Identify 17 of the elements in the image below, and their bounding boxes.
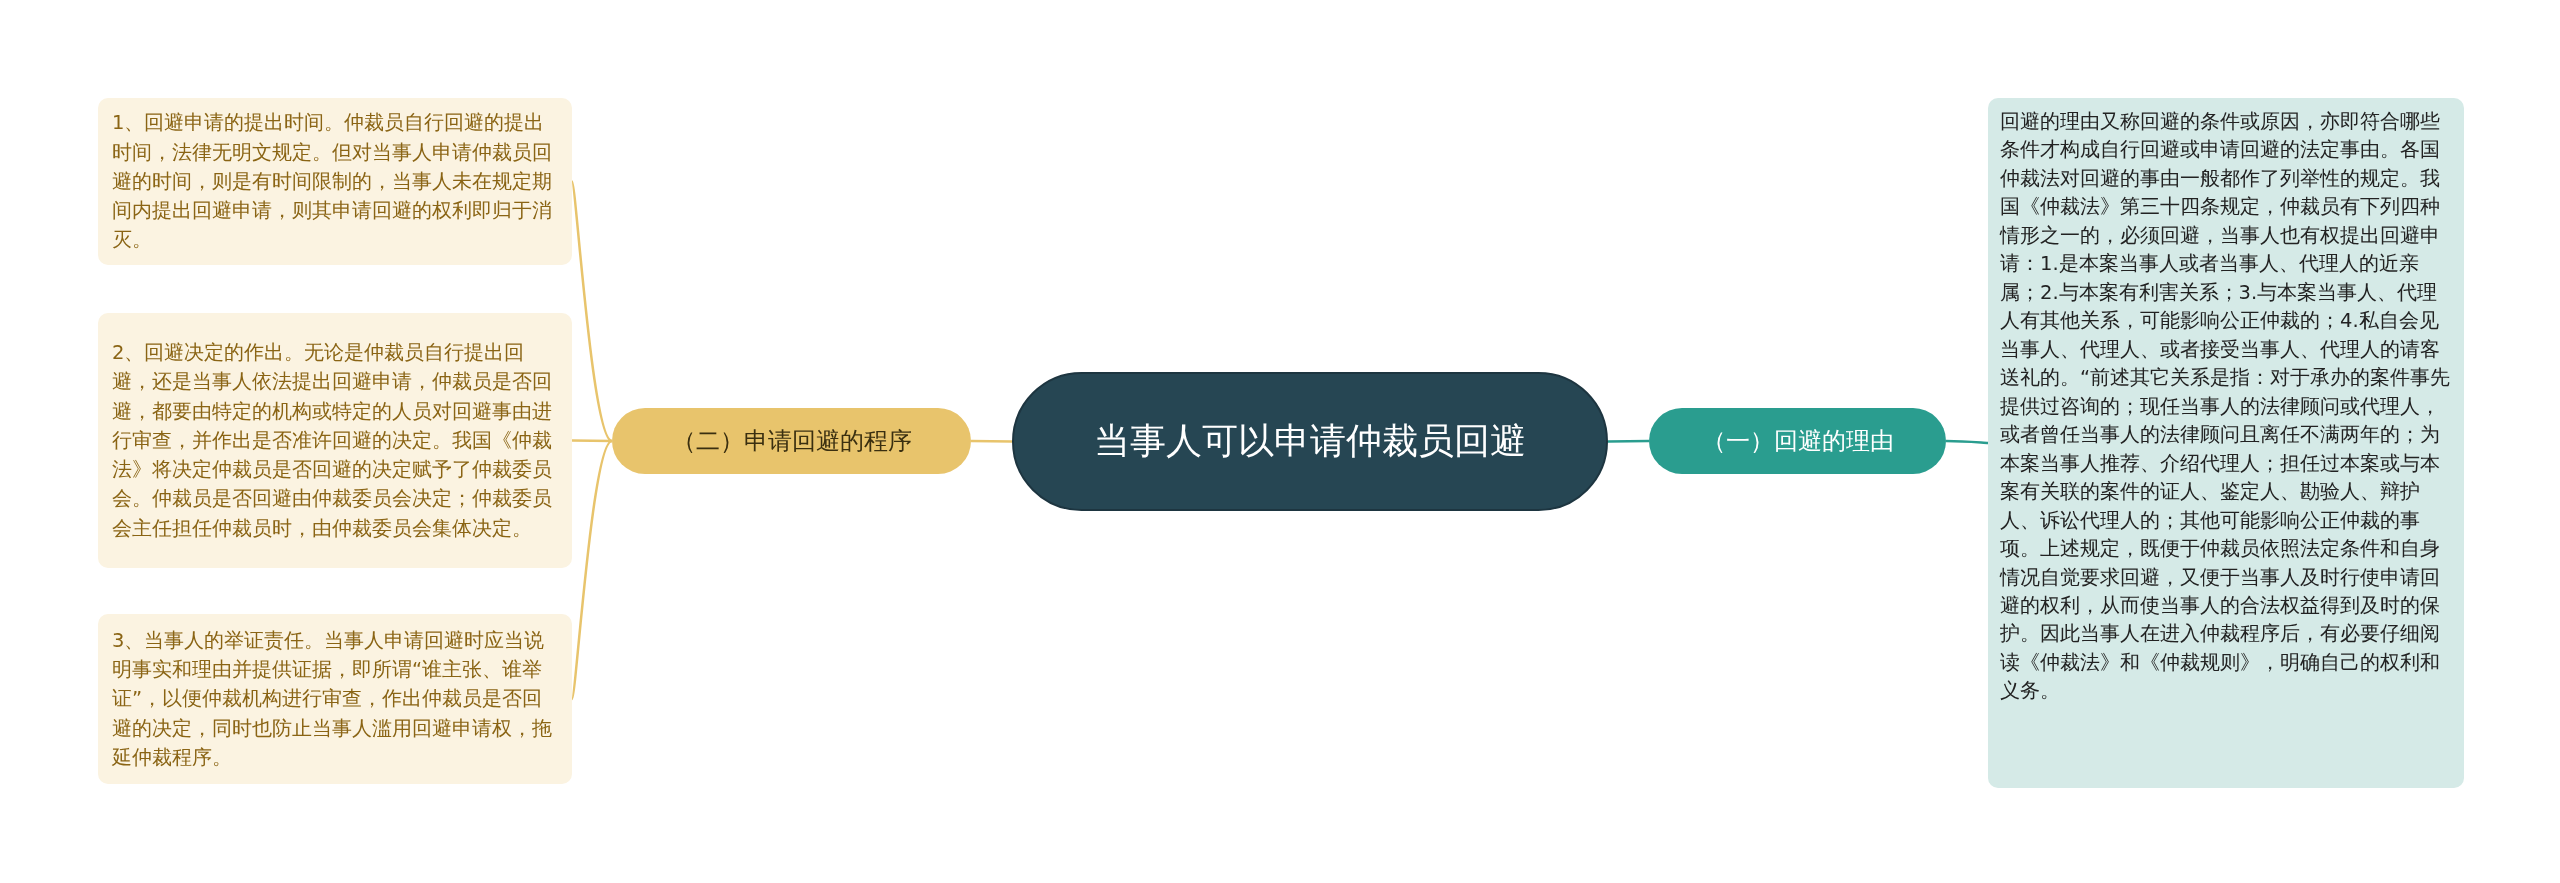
topic-text: （二）申请回避的程序 (671, 426, 912, 457)
connector-line (570, 181, 613, 442)
note-card (98, 98, 572, 265)
note-card (1988, 98, 2464, 788)
connector-line (971, 439, 1012, 443)
note-card (98, 614, 572, 784)
connector-line (1608, 439, 1649, 443)
connector-line (572, 439, 612, 443)
topic-text: （一）回避的理由 (1701, 426, 1894, 457)
topic-text: 回避的理由又称回避的条件或原因，亦即符合哪些条件才构成自行回避或申请回避的法定事由。各国仲裁法对回避的事由一般都作了列举性的规定。我国《仲裁法》第三十四条规定，仲裁员有下列四种情形之一的，必须回避，当事人也有权提出回避申请：1.是本案当事人或者当事人、代理人的近亲属；2.与本案有利害关系；3.与本案当事人、代理人有其他关系，可能影响公正仲裁的；4.私自会见当事人、代理人、或者接受当事人、代理人的请客送礼的。“前述其它关系是指：对于承办的案件事先提供过咨询的；现任当事人的法律顾问或代理人，或者曾任当事人的法律顾问且离任不满两年的；为本案当事人推荐、介绍代理人；担任过本案或与本案有关联的案件的证人、鉴定人、勘验人、辩护人、诉讼代理人的；其他可能影响公正仲裁的事项。上述规定，既便于仲裁员依照法定条件和自身情况自觉要求回避，又便于当事人及时行使申请回避的权利，从而使当事人的合法权益得到及时的保护。因此当事人在进入仲裁程序后，有必要仔细阅读《仲裁法》和《仲裁规则》，明确自己的权利和义务。 (2000, 109, 2452, 705)
topic-text: 当事人可以申请仲裁员回避 (1094, 419, 1526, 464)
note-card (98, 313, 572, 568)
topic-text: 1、回避申请的提出时间。仲裁员自行回避的提出时间，法律无明文规定。但对当事人申请仲裁员回避的时间，则是有时间限制的，当事人未在规定期间内提出回避申请，则其申请回避的权利即归于消灭。 (112, 110, 553, 254)
topic-text: 3、当事人的举证责任。当事人申请回避时应当说明事实和理由并提供证据，即所谓“谁主张、谁举证”，以便仲裁机构进行审查，作出仲裁员是否回避的决定，同时也防止当事人滥用回避申请权，拖延仲裁程序。 (112, 627, 553, 771)
topic-text: 2、回避决定的作出。无论是仲裁员自行提出回避，还是当事人依法提出回避申请，仲裁员是否回避，都要由特定的机构或特定的人员对回避事由进行审查，并作出是否准许回避的决定。我国《仲裁法》将决定仲裁员是否回避的决定赋予了仲裁委员会。仲裁员是否回避由仲裁委员会决定；仲裁委员会主任担任仲裁员时，由仲裁委员会集体决定。 (112, 340, 553, 542)
connector-line (1946, 439, 1989, 445)
connector-line (570, 440, 613, 700)
